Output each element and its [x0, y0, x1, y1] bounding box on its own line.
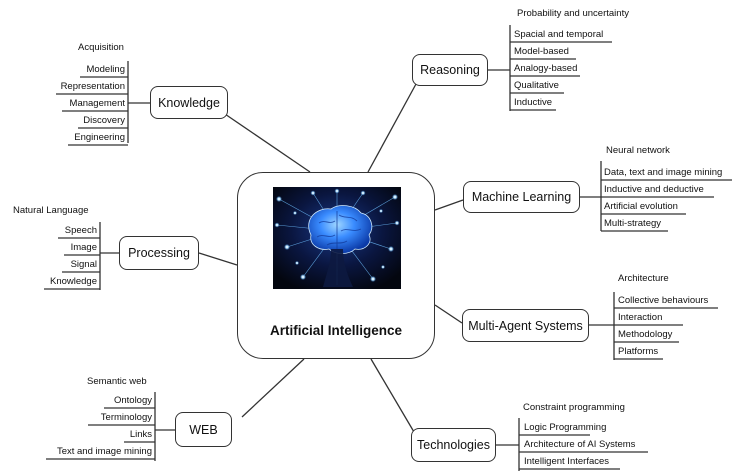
knowledge-item: Engineering: [74, 132, 125, 143]
technologies-heading: Constraint programming: [523, 402, 625, 413]
knowledge-node: Knowledge: [150, 86, 228, 119]
web-item: Ontology: [113, 395, 152, 406]
machine-learning-item: Data, text and image mining: [604, 167, 723, 178]
machine-learning-heading: Neural network: [606, 145, 670, 156]
knowledge-label: Knowledge: [158, 95, 220, 110]
brain-network-icon: [273, 187, 401, 289]
processing-item: Signal: [70, 259, 97, 270]
knowledge-item: Management: [69, 98, 125, 109]
knowledge-item: Representation: [60, 81, 125, 92]
multi-agent-systems-node: Multi-Agent Systems: [462, 309, 589, 342]
multi-agent-heading: Architecture: [618, 273, 669, 284]
technologies-item: Intelligent Interfaces: [524, 456, 610, 467]
processing-item: Image: [70, 242, 97, 253]
reasoning-item: Inductive: [514, 97, 553, 108]
multi-agent-item: Methodology: [618, 329, 673, 340]
center-node: Artificial Intelligence: [237, 172, 435, 359]
reasoning-item: Model-based: [514, 46, 569, 57]
reasoning-heading: Probability and uncertainty: [517, 8, 629, 19]
knowledge-item: Modeling: [86, 64, 125, 75]
technologies-label: Technologies: [417, 438, 490, 452]
reasoning-item: Qualitative: [514, 80, 559, 91]
web-label: WEB: [189, 422, 218, 437]
processing-item: Speech: [64, 225, 97, 236]
web-item: Terminology: [100, 412, 152, 423]
technologies-item: Logic Programming: [524, 422, 607, 433]
reasoning-node: Reasoning: [412, 54, 488, 86]
machine-learning-item: Multi-strategy: [604, 218, 662, 229]
multi-agent-item: Platforms: [618, 346, 659, 357]
technologies-node: Technologies: [411, 428, 496, 462]
knowledge-heading: Acquisition: [78, 42, 124, 53]
web-item: Text and image mining: [56, 446, 152, 457]
multi-agent-item: Collective behaviours: [618, 295, 709, 306]
technologies-item: Architecture of AI Systems: [524, 439, 636, 450]
machine-learning-item: Inductive and deductive: [604, 184, 704, 195]
reasoning-item: Analogy-based: [514, 63, 578, 74]
web-heading: Semantic web: [87, 376, 147, 387]
machine-learning-item: Artificial evolution: [604, 201, 678, 212]
machine-learning-node: Machine Learning: [463, 181, 580, 213]
processing-item: Knowledge: [49, 276, 97, 287]
processing-label: Processing: [128, 246, 190, 260]
multi-agent-item: Interaction: [618, 312, 663, 323]
multi-agent-systems-label: Multi-Agent Systems: [468, 318, 583, 333]
center-title: Artificial Intelligence: [269, 323, 403, 338]
processing-heading: Natural Language: [13, 205, 89, 216]
machine-learning-label: Machine Learning: [471, 190, 572, 204]
web-item: Links: [129, 429, 152, 440]
processing-node: Processing: [119, 236, 199, 270]
reasoning-item: Spacial and temporal: [514, 29, 604, 40]
web-node: WEB: [175, 412, 232, 447]
reasoning-label: Reasoning: [420, 63, 480, 77]
knowledge-item: Discovery: [83, 115, 125, 126]
